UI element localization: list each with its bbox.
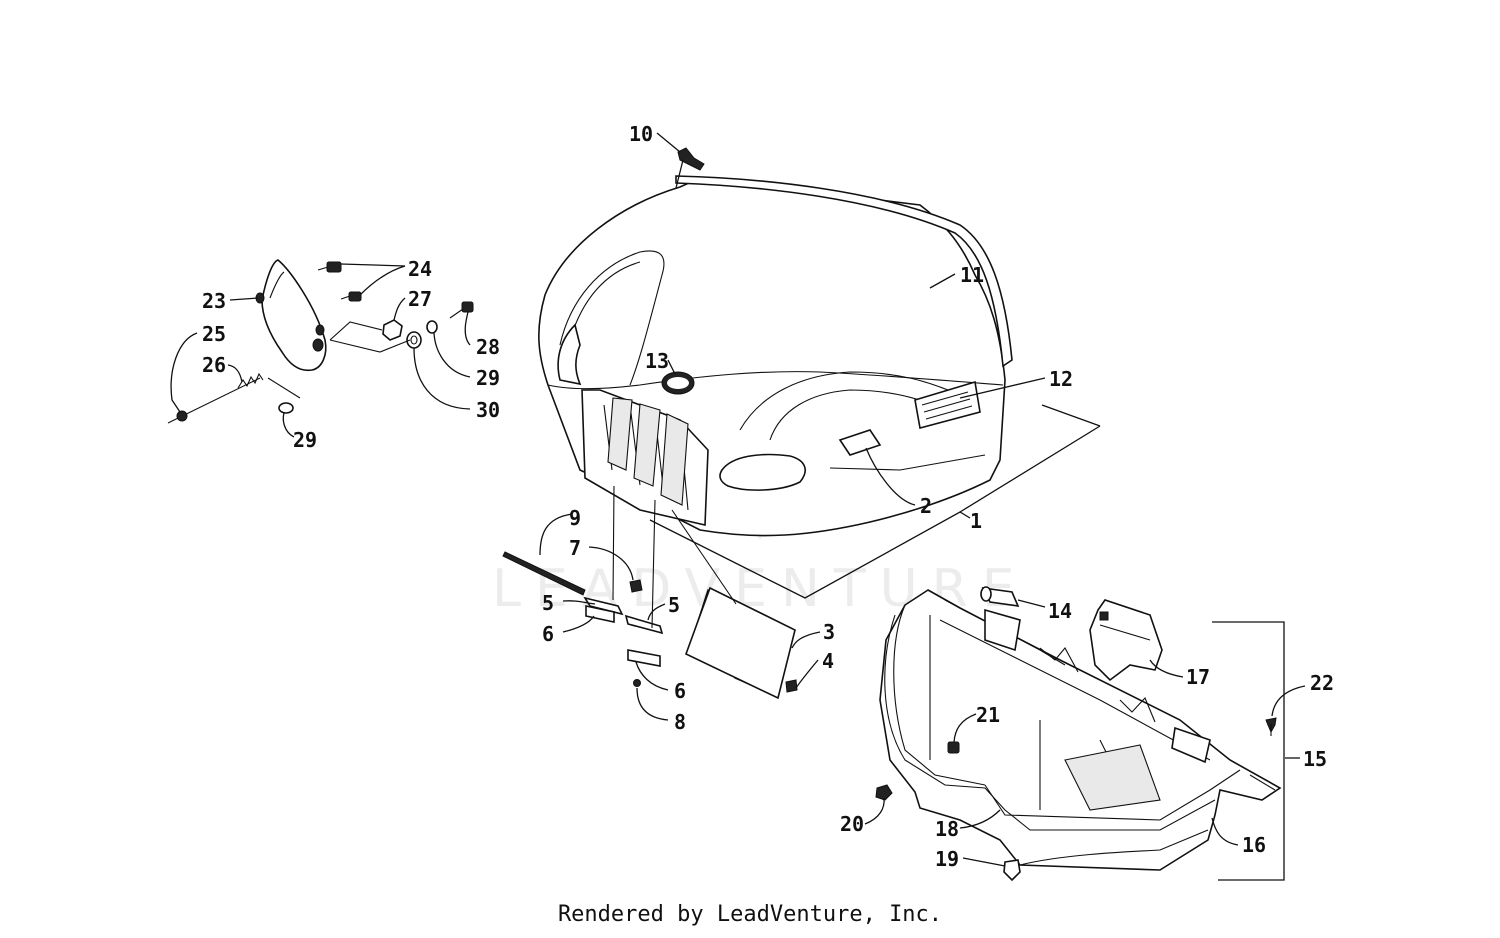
- bolt-24-b: [340, 291, 362, 302]
- callout-22: 22: [1310, 671, 1334, 695]
- callout-3: 3: [823, 620, 835, 644]
- storage-bin-16: [879, 589, 1282, 871]
- spring-26: [237, 372, 264, 389]
- strap-17: [1089, 599, 1163, 682]
- callout-9: 9: [569, 506, 581, 530]
- callout-labels: 1 2 3 4 5 5 6 6 7 8 9 10 11 12 13 14 15 …: [202, 122, 1334, 871]
- adjuster-screw-25: [167, 377, 261, 424]
- callout-16: 16: [1242, 833, 1266, 857]
- callout-14: 14: [1048, 599, 1072, 623]
- callout-25: 25: [202, 322, 226, 346]
- plate-6-a: [585, 605, 615, 623]
- headlight-assembly-lines: [267, 321, 411, 399]
- nut-7: [629, 579, 643, 593]
- hood-part-1: [538, 177, 1006, 537]
- callout-19: 19: [935, 847, 959, 871]
- callout-30: 30: [476, 398, 500, 422]
- mounting-lines: [612, 485, 737, 629]
- callout-18: 18: [935, 817, 959, 841]
- emblem-13: [661, 371, 695, 395]
- callout-17: 17: [1186, 665, 1210, 689]
- grille-3: [685, 586, 796, 700]
- callout-12: 12: [1049, 367, 1073, 391]
- rivet-19: [1003, 859, 1021, 882]
- screw-21: [947, 741, 960, 754]
- callout-6-b: 6: [674, 679, 686, 703]
- callout-26: 26: [202, 353, 226, 377]
- nut-8: [633, 679, 641, 687]
- footer-credit: Rendered by LeadVenture, Inc.: [557, 902, 943, 927]
- seal-18: [884, 614, 1216, 831]
- callout-11: 11: [960, 263, 984, 287]
- callout-7: 7: [569, 536, 581, 560]
- callout-20: 20: [840, 812, 864, 836]
- callout-15: 15: [1303, 747, 1327, 771]
- callout-1: 1: [970, 509, 982, 533]
- callout-4: 4: [822, 649, 834, 673]
- callout-2: 2: [920, 494, 932, 518]
- bolt-24-a: [317, 261, 342, 273]
- rod-9: [502, 551, 586, 596]
- callout-27: 27: [408, 287, 432, 311]
- plate-6-b: [627, 649, 661, 667]
- callout-29-b: 29: [293, 428, 317, 452]
- assembly-bracket-15: [1212, 621, 1285, 881]
- callout-13: 13: [645, 349, 669, 373]
- bolt-28: [449, 301, 474, 319]
- trim-11: [675, 175, 1013, 368]
- callout-5-b: 5: [668, 593, 680, 617]
- leader-lines: [170, 132, 1306, 867]
- callout-6-a: 6: [542, 622, 554, 646]
- nut-20: [875, 784, 893, 801]
- callout-8: 8: [674, 710, 686, 734]
- handle-14: [980, 586, 1020, 607]
- screw-10: [675, 147, 705, 189]
- decal-12: [914, 380, 981, 429]
- callout-28: 28: [476, 335, 500, 359]
- bracket-5-b: [624, 614, 664, 635]
- washer-29-a: [426, 320, 438, 334]
- callout-29-a: 29: [476, 366, 500, 390]
- clip-4: [785, 679, 798, 693]
- callout-23: 23: [202, 289, 226, 313]
- fastener-22: [1265, 717, 1277, 736]
- headlight-23: [255, 259, 327, 372]
- callout-5-a: 5: [542, 591, 554, 615]
- callout-21: 21: [976, 703, 1000, 727]
- callout-24: 24: [408, 257, 432, 281]
- washer-29-b: [278, 402, 294, 414]
- callout-10: 10: [629, 122, 653, 146]
- nut-27: [382, 319, 403, 341]
